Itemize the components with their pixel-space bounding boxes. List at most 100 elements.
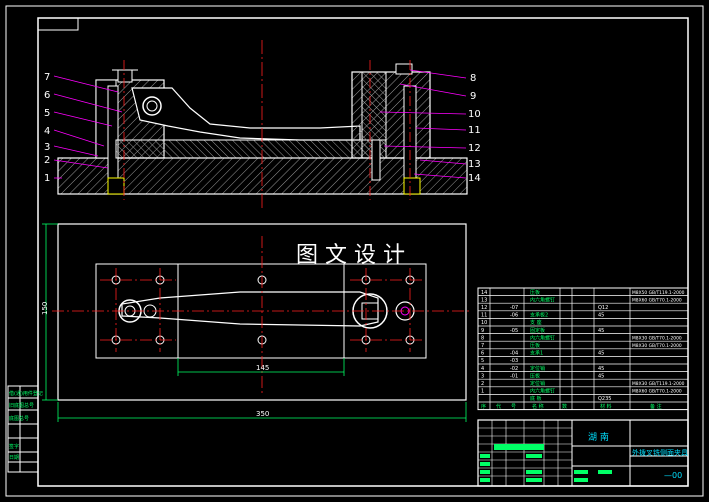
bom-row-no: 1 (481, 389, 484, 395)
balloon-12: 12 (468, 143, 481, 154)
bom-row-code: -03 (510, 358, 518, 364)
middle-support-plate (115, 139, 387, 159)
bom-row-name: 压板 (530, 372, 540, 379)
bom-row-material: 45 (598, 313, 604, 319)
outer-frame (5, 5, 704, 497)
bom-row-code: -05 (510, 328, 518, 334)
balloon-10: 10 (468, 109, 481, 120)
stamp-label-3: 签字 (9, 443, 19, 450)
balloon-14: 14 (468, 173, 481, 184)
bom-row-no: 9 (481, 328, 484, 334)
balloon-7: 7 (44, 72, 50, 83)
top-left-tab (37, 17, 79, 31)
bom-row-no: 4 (481, 366, 484, 372)
title-block: 湖 南 外拨叉铣侧面夹具 —00 (477, 419, 689, 487)
bom-header-cell: 名 称 (532, 403, 544, 410)
balloon-6: 6 (44, 90, 50, 101)
inner-frame (37, 17, 689, 487)
bom-header-cell: 数 (562, 403, 567, 410)
balloon-5: 5 (44, 108, 50, 119)
bom-header-cell: 号 (511, 404, 516, 410)
bolt-holes (111, 275, 415, 345)
balloon-2: 2 (44, 155, 50, 166)
balloon-leaders-left (53, 75, 123, 179)
top-view (52, 223, 472, 401)
bom-row-material: Q235 (598, 396, 611, 402)
bom-row-no: 3 (481, 373, 484, 379)
bom-row-no: 5 (481, 358, 484, 364)
bom-row-no: 13 (481, 297, 487, 303)
bom-row-code: -06 (510, 313, 518, 319)
bom-header-cell: 代 (496, 403, 501, 410)
top-view-base-outline (57, 223, 467, 401)
bom-row-name: 定位销 (530, 365, 545, 372)
left-stamp-labels: 借(通)用件登记 旧底图总号 底图总号 签字 日期 (9, 390, 43, 461)
bom-row-name: 底 板 (530, 395, 542, 402)
bom-row-no: 14 (481, 290, 487, 296)
dimension-inner-span: 145 (256, 364, 269, 372)
bom-row-std: M8X30 GB/T119.1-2000 (632, 381, 685, 387)
bom-row-material: 45 (598, 366, 604, 372)
stamp-label-4: 日期 (9, 455, 19, 461)
bom-row-std: M8X30 GB/T70.1-2000 (632, 335, 682, 341)
bom-row-no: 7 (481, 343, 484, 349)
bom-row-material: 45 (598, 351, 604, 357)
dimension-height: 150 (41, 302, 49, 315)
balloon-8: 8 (470, 73, 476, 84)
base-plate (57, 157, 468, 195)
balloon-labels-right: 8 9 10 11 12 13 14 (468, 73, 481, 184)
dimension-lines (42, 223, 467, 422)
balloon-labels-left: 7 6 5 4 3 2 1 (44, 72, 50, 184)
bom-row-code: -04 (510, 351, 518, 357)
bom-row-material: 45 (598, 373, 604, 379)
title-drawing-name: 外拨叉铣侧面夹具 (632, 448, 688, 457)
top-view-fork-arm (121, 291, 379, 327)
bom-header-cell: 备 注 (650, 403, 662, 410)
bom-row-no: 6 (481, 351, 484, 357)
workpiece-fork-arm (131, 87, 361, 141)
balloon-leaders-right (379, 69, 467, 179)
bom-row-no: 12 (481, 305, 487, 311)
title-school: 湖 南 (588, 431, 609, 443)
dimension-overall-width: 350 (256, 410, 269, 418)
bom-row-name: 定位销 (530, 380, 545, 387)
bom-row-name: 内六角螺钉 (530, 388, 555, 395)
bom-row-code: -01 (510, 373, 518, 379)
left-stamp-box (7, 385, 39, 473)
bom-row-material: Q12 (598, 305, 608, 311)
bom-row-no: 2 (481, 381, 484, 387)
bom-row-name: 内六角螺钉 (530, 296, 555, 303)
title-drawing-no: —00 (664, 471, 682, 480)
balloon-1: 1 (44, 173, 50, 184)
bom-row-name: 压板 (530, 342, 540, 349)
bom-row-name: 支承1 (530, 350, 543, 357)
bom-row-no: 11 (481, 313, 487, 319)
bom-row-name: 支 座 (530, 319, 542, 326)
bom-row-name: 固定板 (530, 327, 545, 334)
bom-row-no: 10 (481, 320, 487, 326)
balloon-3: 3 (44, 142, 50, 153)
bom-row-name: 压板 (530, 289, 540, 296)
stamp-label-0: 借(通)用件登记 (9, 390, 43, 397)
bom-row-code: -07 (510, 305, 518, 311)
bom-row-material: 45 (598, 328, 604, 334)
bom-header-cell: 序 (481, 403, 486, 410)
balloon-11: 11 (468, 125, 481, 136)
bom-row-code: -02 (510, 366, 518, 372)
bom-header-cell: 材 料 (600, 403, 612, 410)
bom-row-name: 支承板2 (530, 312, 548, 319)
balloon-9: 9 (470, 91, 476, 102)
bom-row-std: M8X60 GB/T70.1-2000 (632, 389, 682, 395)
balloon-13: 13 (468, 159, 481, 170)
stamp-label-1: 旧底图总号 (9, 402, 34, 409)
watermark-text: 图 文 设 计 (296, 243, 405, 268)
bom-row-name: 内六角螺钉 (530, 334, 555, 341)
front-section-view (57, 40, 468, 208)
stamp-label-2: 底图总号 (9, 415, 29, 422)
bom-row-std: M8X50 GB/T119.1-2000 (632, 290, 685, 296)
balloon-4: 4 (44, 126, 50, 137)
bom-row-std: M8X30 GB/T70.1-2000 (632, 343, 682, 349)
bom-row-std: M8X60 GB/T70.1-2000 (632, 297, 682, 303)
